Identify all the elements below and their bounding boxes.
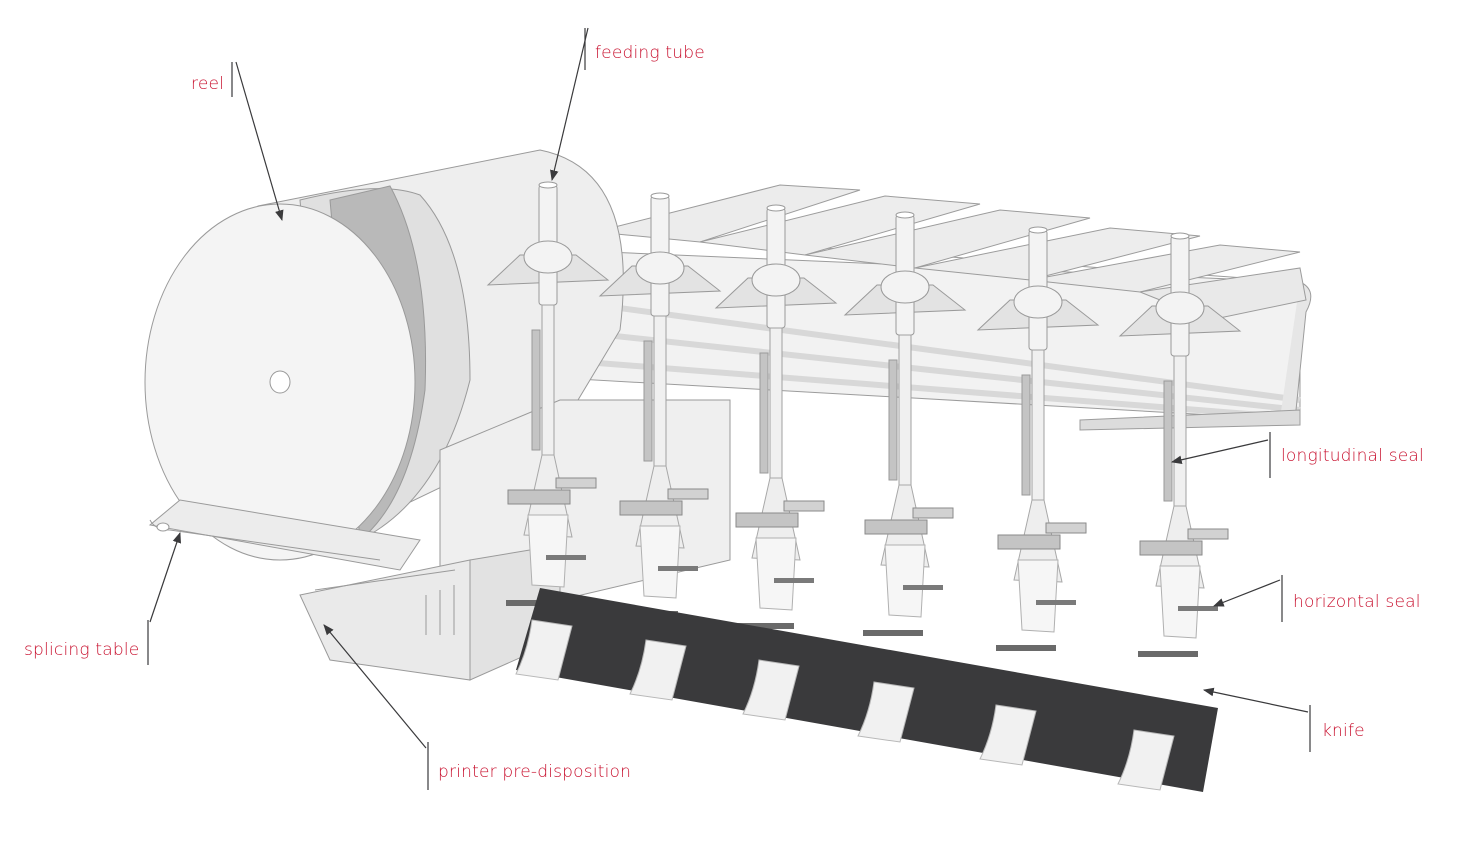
longitudinal-seal-bar [1163,380,1173,502]
forming-station [843,211,967,636]
horizontal-seal-jaw-rear [1045,522,1087,534]
label-feeding-tube: feeding tube [595,43,705,63]
tube-opening [1028,226,1048,234]
label-knife: knife [1322,721,1365,741]
horizontal-seal-jaw-rear [912,507,954,519]
horizontal-seal-jaw-rear [667,488,709,500]
label-splicing-table: splicing table [24,640,140,660]
knife-bar [734,623,794,629]
pouches [515,619,1175,791]
tube-opening [650,192,670,200]
pouch-on-belt [979,704,1037,766]
pouch-hanging [1017,559,1059,633]
label-reel: reel [191,74,225,94]
knife-bar-rear [1036,600,1076,605]
forming-shoulder [1013,285,1063,319]
forming-station [976,226,1100,651]
longitudinal-seal-bar [888,359,898,481]
label-longitudinal-seal: longitudinal seal [1281,446,1424,466]
forming-station [1118,232,1242,657]
pouch-on-belt [742,659,800,721]
knife-bar [1138,651,1198,657]
horizontal-seal-jaw [619,500,683,516]
knife-bar [996,645,1056,651]
knife-bar-rear [658,566,698,571]
pouch-hanging [1159,565,1201,639]
label-printer-pre-disposition: printer pre-disposition [438,762,632,782]
tube-body [653,315,667,487]
tube-body [769,327,783,499]
horizontal-seal-jaw [735,512,799,528]
knife-bar [863,630,923,636]
leader-lines [147,27,1311,790]
horizontal-seal-jaw-rear [1187,528,1229,540]
label-horizontal-seal: horizontal seal [1293,592,1421,612]
longitudinal-seal-bar [643,340,653,462]
pouch-on-belt [515,619,573,681]
forming-shoulder [635,251,685,285]
forming-shoulder [751,263,801,297]
knife-bar-rear [1178,606,1218,611]
forming-shoulder [1155,291,1205,325]
pouch-hanging [755,537,797,611]
horizontal-seal-jaw [1139,540,1203,556]
pouch-on-belt [857,681,915,743]
pouch-on-belt [1117,729,1175,791]
forming-shoulder [880,270,930,304]
knife-belt [516,588,1218,792]
tube-body [1173,355,1187,527]
horizontal-seal-jaw [507,489,571,505]
knife-bar-rear [903,585,943,590]
longitudinal-seal-bar [759,352,769,474]
tube-opening [766,204,786,212]
forming-station [714,204,838,629]
pouch-hanging [527,514,569,588]
tube-opening [538,181,558,189]
forming-station [598,192,722,617]
forming-shoulder [523,240,573,274]
longitudinal-seal-bar [531,329,541,451]
forming-station [486,181,610,606]
pouch-on-belt [629,639,687,701]
tube-body [541,304,555,476]
tube-body [898,334,912,506]
horizontal-seal-jaw-rear [783,500,825,512]
knife-bar-rear [774,578,814,583]
pouch-hanging [884,544,926,618]
tube-opening [895,211,915,219]
pouch-hanging [639,525,681,599]
horizontal-seal-jaw [997,534,1061,550]
horizontal-seal-jaw [864,519,928,535]
tube-body [1031,349,1045,521]
forming-stations [486,181,1242,657]
knife-bar-rear [546,555,586,560]
horizontal-seal-jaw-rear [555,477,597,489]
longitudinal-seal-bar [1021,374,1031,496]
tube-opening [1170,232,1190,240]
